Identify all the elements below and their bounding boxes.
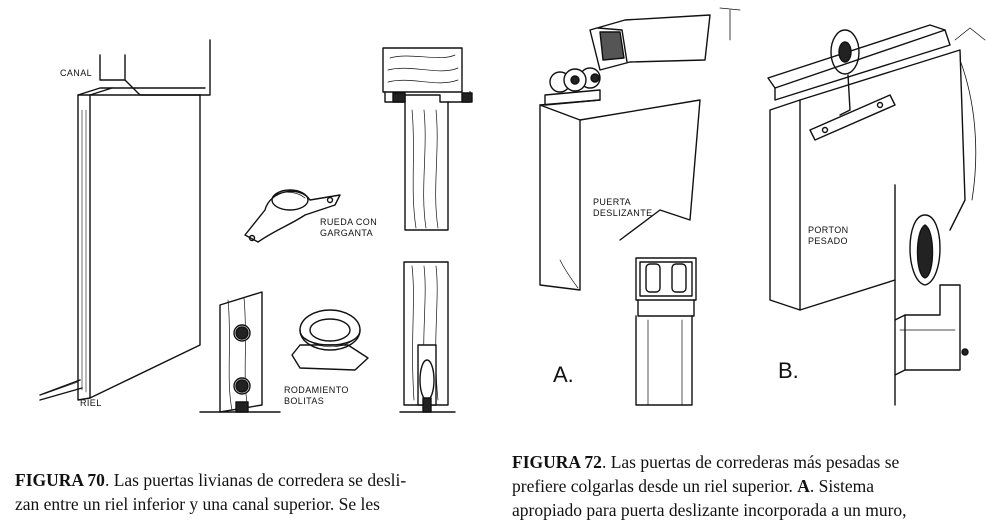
caption-72-number: FIGURA 72 [512, 452, 602, 472]
fig70-ball-bearing [291, 309, 369, 371]
label-rueda-con-garganta: RUEDA CON GARGANTA [320, 217, 378, 238]
fig72a-drawing [539, 14, 711, 406]
label-a: A. [553, 362, 574, 387]
label-riel: RIEL [80, 398, 102, 408]
caption-72-a: A [797, 476, 810, 496]
fig70-door-section-wheels [199, 291, 281, 413]
caption-figura-72: FIGURA 72. Las puertas de correderas más… [512, 450, 974, 522]
fig72b-drawing [719, 7, 986, 406]
caption-72-text1: . Las puertas de correderas más pesadas … [512, 452, 900, 496]
fig70-door-drawing [39, 39, 211, 401]
caption-72-text2: . Sistema apropiado para puerta deslizan… [512, 476, 907, 520]
caption-70-text: . Las puertas livianas de corredera se d… [15, 470, 407, 514]
fig70-bottom-section [399, 261, 456, 413]
label-rodamiento-bolitas: RODAMIENTO BOLITAS [284, 385, 349, 406]
caption-figura-70: FIGURA 70. Las puertas livianas de corre… [15, 468, 485, 516]
caption-70-number: FIGURA 70 [15, 470, 105, 490]
fig70-top-detail [382, 47, 473, 231]
fig70-wheel-bracket [244, 189, 341, 243]
label-canal: CANAL [60, 68, 93, 78]
label-b: B. [778, 358, 799, 383]
label-porton-pesado: PORTON PESADO [808, 225, 849, 246]
label-puerta-deslizante: PUERTA DESLIZANTE [593, 197, 653, 218]
